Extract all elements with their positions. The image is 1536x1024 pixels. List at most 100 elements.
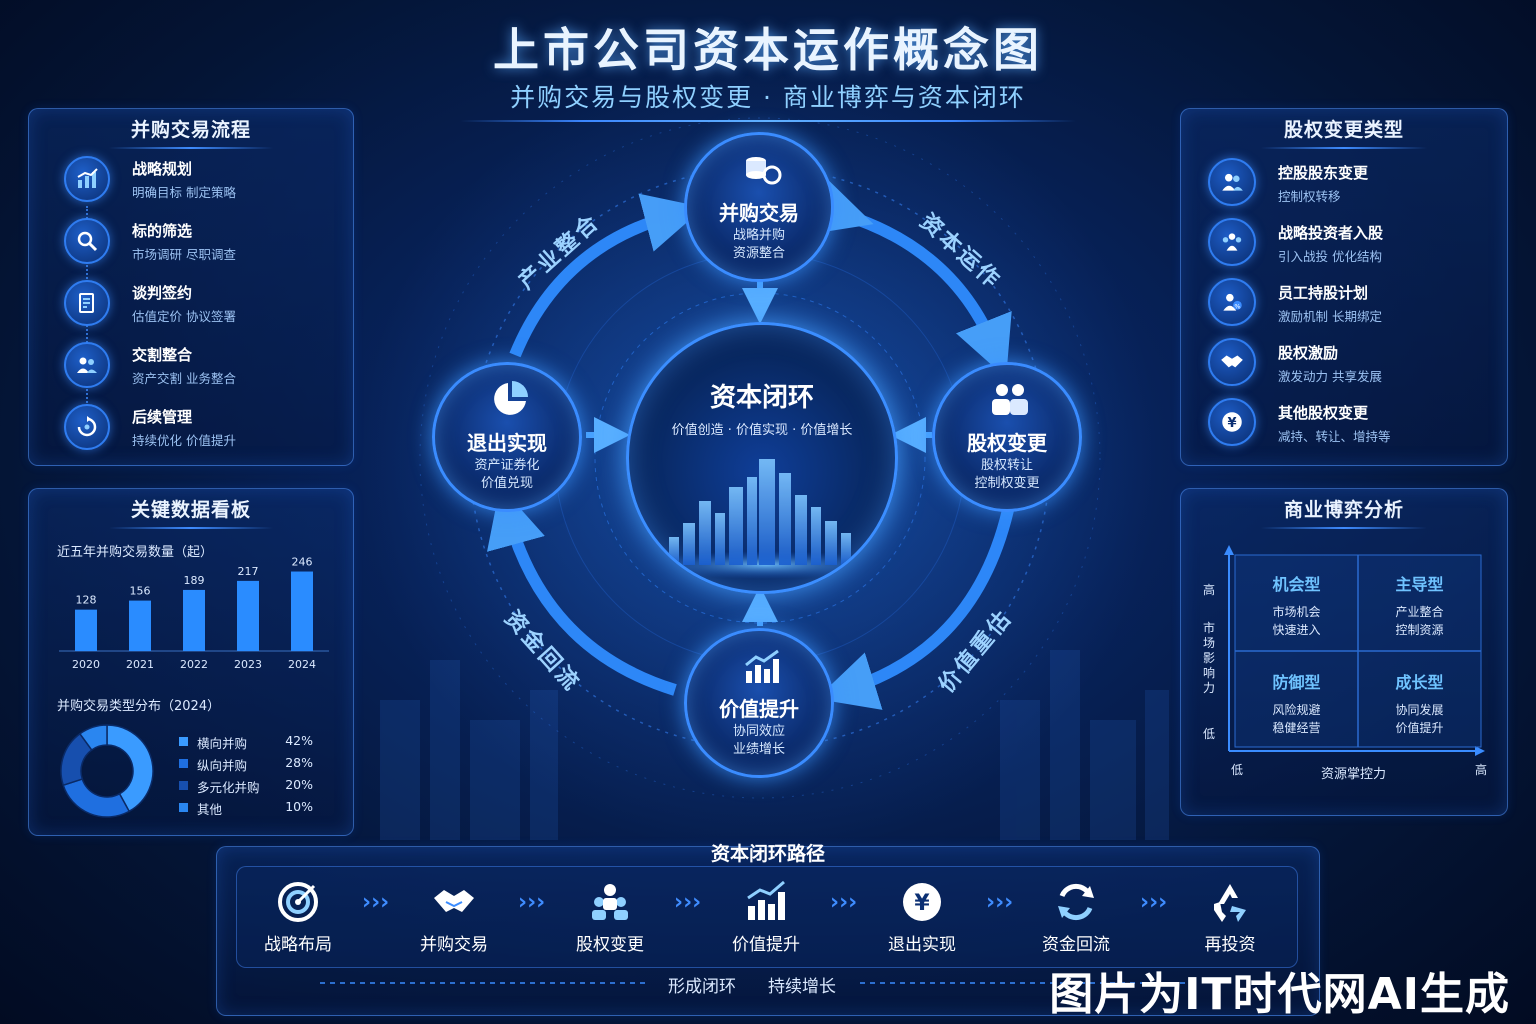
legend-swatch: [179, 759, 188, 768]
bar-value-label: 128: [76, 594, 97, 607]
panel-title-underline: [109, 147, 273, 149]
y-axis-label: 市场影响力: [1203, 621, 1216, 695]
growth-icon: [745, 649, 779, 683]
panel-title-underline: [1261, 147, 1427, 149]
quadrant-name: 成长型: [1395, 673, 1444, 692]
flow-item-desc: 估值定价 协议签署: [132, 309, 236, 324]
quadrant-opportunity[interactable]: 机会型 市场机会快速进入: [1235, 571, 1358, 639]
node-value-enhancement[interactable]: 价值提升 协同效应 业绩增长: [684, 628, 834, 778]
equity-item-esop[interactable]: % 员工持股计划 激励机制 长期绑定: [1186, 276, 1496, 332]
capital-loop-center[interactable]: 资本闭环 价值创造 · 价值实现 · 价值增长: [626, 322, 898, 594]
center-title: 资本闭环: [709, 383, 814, 413]
path-step-strategy[interactable]: 战略布局: [238, 876, 358, 956]
path-step-label: 价值提升: [732, 935, 800, 955]
user-group-icon: [1208, 218, 1256, 266]
bar-chart-title: 近五年并购交易数量（起）: [57, 545, 214, 560]
path-step-exit[interactable]: ¥ 退出实现: [862, 876, 982, 956]
chevron-right-icon: ›››: [986, 890, 1014, 915]
legend-value: 10%: [285, 799, 313, 814]
flow-item-integration[interactable]: 交割整合 资产交割 业务整合: [34, 338, 334, 394]
cycle-icon: [64, 404, 110, 450]
flow-item-name: 交割整合: [132, 346, 193, 364]
chevron-right-icon: ›››: [362, 890, 390, 915]
path-step-equity[interactable]: 股权变更: [550, 876, 670, 956]
ma-flow-title: 并购交易流程: [130, 119, 251, 141]
path-step-reinvest[interactable]: 再投资: [1170, 876, 1290, 956]
bar-category-label: 2022: [180, 658, 208, 671]
growth-icon: [747, 880, 785, 920]
flow-item-screening[interactable]: 标的筛选 市场调研 尽职调查: [34, 214, 334, 270]
svg-text:¥: ¥: [914, 891, 930, 916]
flow-item-desc: 持续优化 价值提升: [132, 433, 236, 448]
path-step-ma[interactable]: 并购交易: [394, 876, 514, 956]
node-exit-realization[interactable]: 退出实现 资产证券化 价值兑现: [432, 362, 582, 512]
node-ma-transaction[interactable]: 并购交易 战略并购 资源整合: [684, 132, 834, 282]
path-step-value[interactable]: 价值提升: [706, 876, 826, 956]
donut-chart: [60, 724, 154, 818]
flow-item-name: 标的筛选: [132, 222, 193, 240]
node-name: 股权变更: [967, 431, 1047, 455]
user-group-icon: [1208, 158, 1256, 206]
path-footer-a: 形成闭环: [668, 977, 736, 997]
quadrant-dominant[interactable]: 主导型 产业整合控制资源: [1358, 571, 1481, 639]
svg-text:%: %: [1234, 303, 1240, 311]
equity-item-name: 其他股权变更: [1278, 404, 1369, 422]
legend-value: 42%: [285, 733, 313, 748]
bar-value-label: 189: [184, 574, 205, 587]
path-step-fund-return[interactable]: 资金回流: [1016, 876, 1136, 956]
quadrant-name: 主导型: [1395, 575, 1444, 594]
bar-value-label: 246: [292, 556, 313, 569]
quadrant-desc: 风险规避稳健经营: [1272, 703, 1321, 735]
quadrant-desc: 市场机会快速进入: [1272, 605, 1321, 637]
x-axis-low-label: 低: [1231, 763, 1244, 777]
subtitle-divider: [460, 120, 1076, 122]
node-sub: 股权转让: [980, 458, 1033, 473]
legend-value: 28%: [285, 755, 313, 770]
chevron-right-icon: ›››: [518, 890, 546, 915]
equity-item-desc: 激发动力 共享发展: [1278, 369, 1382, 384]
bar-category-label: 2020: [72, 658, 100, 671]
node-sub: 资源整合: [732, 246, 785, 261]
yen-coin-icon: ¥: [1208, 398, 1256, 446]
flow-item-strategy[interactable]: 战略规划 明确目标 制定策略: [34, 152, 334, 208]
quadrant-name: 防御型: [1272, 673, 1321, 692]
people-icon: [64, 342, 110, 388]
document-icon: [64, 280, 110, 326]
handshake-icon: [434, 890, 474, 912]
donut-chart-title: 并购交易类型分布（2024）: [57, 699, 221, 714]
quadrant-defensive[interactable]: 防御型 风险规避稳健经营: [1235, 669, 1358, 737]
equity-item-controller[interactable]: 控股股东变更 控制权转移: [1186, 156, 1496, 212]
coins-icon: [746, 157, 782, 185]
equity-item-incentive[interactable]: 股权激励 激发动力 共享发展: [1186, 336, 1496, 392]
bar-2022: [183, 589, 205, 651]
node-equity-change[interactable]: 股权变更 股权转让 控制权变更: [932, 362, 1082, 512]
panel-title-underline: [1261, 527, 1427, 529]
bar-value-label: 156: [130, 585, 151, 598]
x-axis-label: 资源掌控力: [1321, 767, 1387, 782]
flow-item-negotiation[interactable]: 谈判签约 估值定价 协议签署: [34, 276, 334, 332]
equity-item-strategic-investor[interactable]: 战略投资者入股 引入战投 优化结构: [1186, 216, 1496, 272]
y-axis-low-label: 低: [1203, 727, 1216, 741]
yen-coin-icon: ¥: [903, 883, 941, 921]
search-icon: [64, 218, 110, 264]
flow-item-management[interactable]: 后续管理 持续优化 价值提升: [34, 400, 334, 456]
node-name: 并购交易: [719, 201, 799, 225]
dashboard-title: 关键数据看板: [130, 499, 251, 521]
employee-icon: %: [1208, 278, 1256, 326]
node-sub: 价值兑现: [480, 476, 533, 491]
quadrant-desc: 协同发展价值提升: [1395, 703, 1444, 735]
bar-2020: [75, 609, 97, 651]
page-subtitle: 并购交易与股权变更 · 商业博弈与资本闭环: [510, 83, 1026, 112]
capital-path-panel: 资本闭环路径: [216, 843, 1320, 1016]
quadrant-growth[interactable]: 成长型 协同发展价值提升: [1358, 669, 1481, 737]
y-axis-high-label: 高: [1203, 583, 1216, 597]
node-name: 价值提升: [719, 697, 799, 721]
equity-item-other[interactable]: ¥ 其他股权变更 减持、转让、增持等: [1186, 396, 1496, 452]
x-axis-high-label: 高: [1475, 763, 1488, 777]
path-footer-b: 持续增长: [768, 977, 836, 997]
